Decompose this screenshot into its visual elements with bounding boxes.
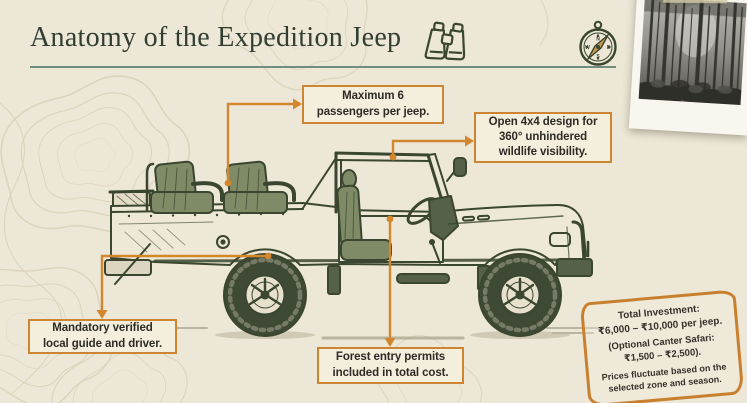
binoculars-icon: [424, 21, 466, 61]
page-title: Anatomy of the Expedition Jeep: [30, 22, 402, 53]
callout-forest-permits: Forest entry permits included in total c…: [317, 347, 464, 384]
compass-icon: N S W E: [579, 20, 617, 66]
jeep-illustration: [96, 151, 598, 340]
svg-text:W: W: [585, 45, 590, 51]
jeep-front-grille: [447, 214, 593, 277]
callout-text-line: included in total cost.: [332, 366, 449, 379]
callout-text-line: Maximum 6: [342, 90, 404, 103]
callout-text-line: local guide and driver.: [42, 337, 163, 350]
forest-polaroid-photo: [628, 0, 747, 136]
title-divider: [30, 66, 616, 68]
callout-text-line: Open 4x4 design for: [488, 115, 598, 128]
jeep-side-mirror: [446, 157, 467, 182]
callout-text-line: wildlife visibility.: [498, 146, 588, 159]
callout-text-line: 360° unhindered: [498, 130, 588, 143]
jeep-gear-lever: [429, 239, 441, 264]
jeep-driver-seat: [336, 169, 392, 261]
callout-guide-driver: Mandatory verified local guide and drive…: [28, 319, 177, 354]
callout-open-design: Open 4x4 design for 360° unhindered wild…: [474, 112, 612, 163]
jeep-dashboard: [428, 195, 459, 241]
jeep-rear-wheel: [223, 253, 307, 337]
investment-note: Total Investment: ₹6,000 – ₹10,000 per j…: [579, 289, 745, 403]
jeep-roll-cage: [302, 151, 430, 214]
callout-text-line: Mandatory verified: [52, 322, 153, 335]
callout-text-line: Forest entry permits: [335, 351, 446, 364]
svg-text:S: S: [596, 54, 600, 60]
tape-strip: [663, 0, 728, 4]
forest-photo-image: [638, 0, 747, 106]
jeep-front-wheel: [478, 253, 562, 337]
callout-max-passengers: Maximum 6 passengers per jeep.: [302, 85, 444, 124]
svg-text:E: E: [607, 45, 611, 51]
svg-text:N: N: [596, 37, 600, 43]
callout-text-line: passengers per jeep.: [316, 105, 430, 118]
